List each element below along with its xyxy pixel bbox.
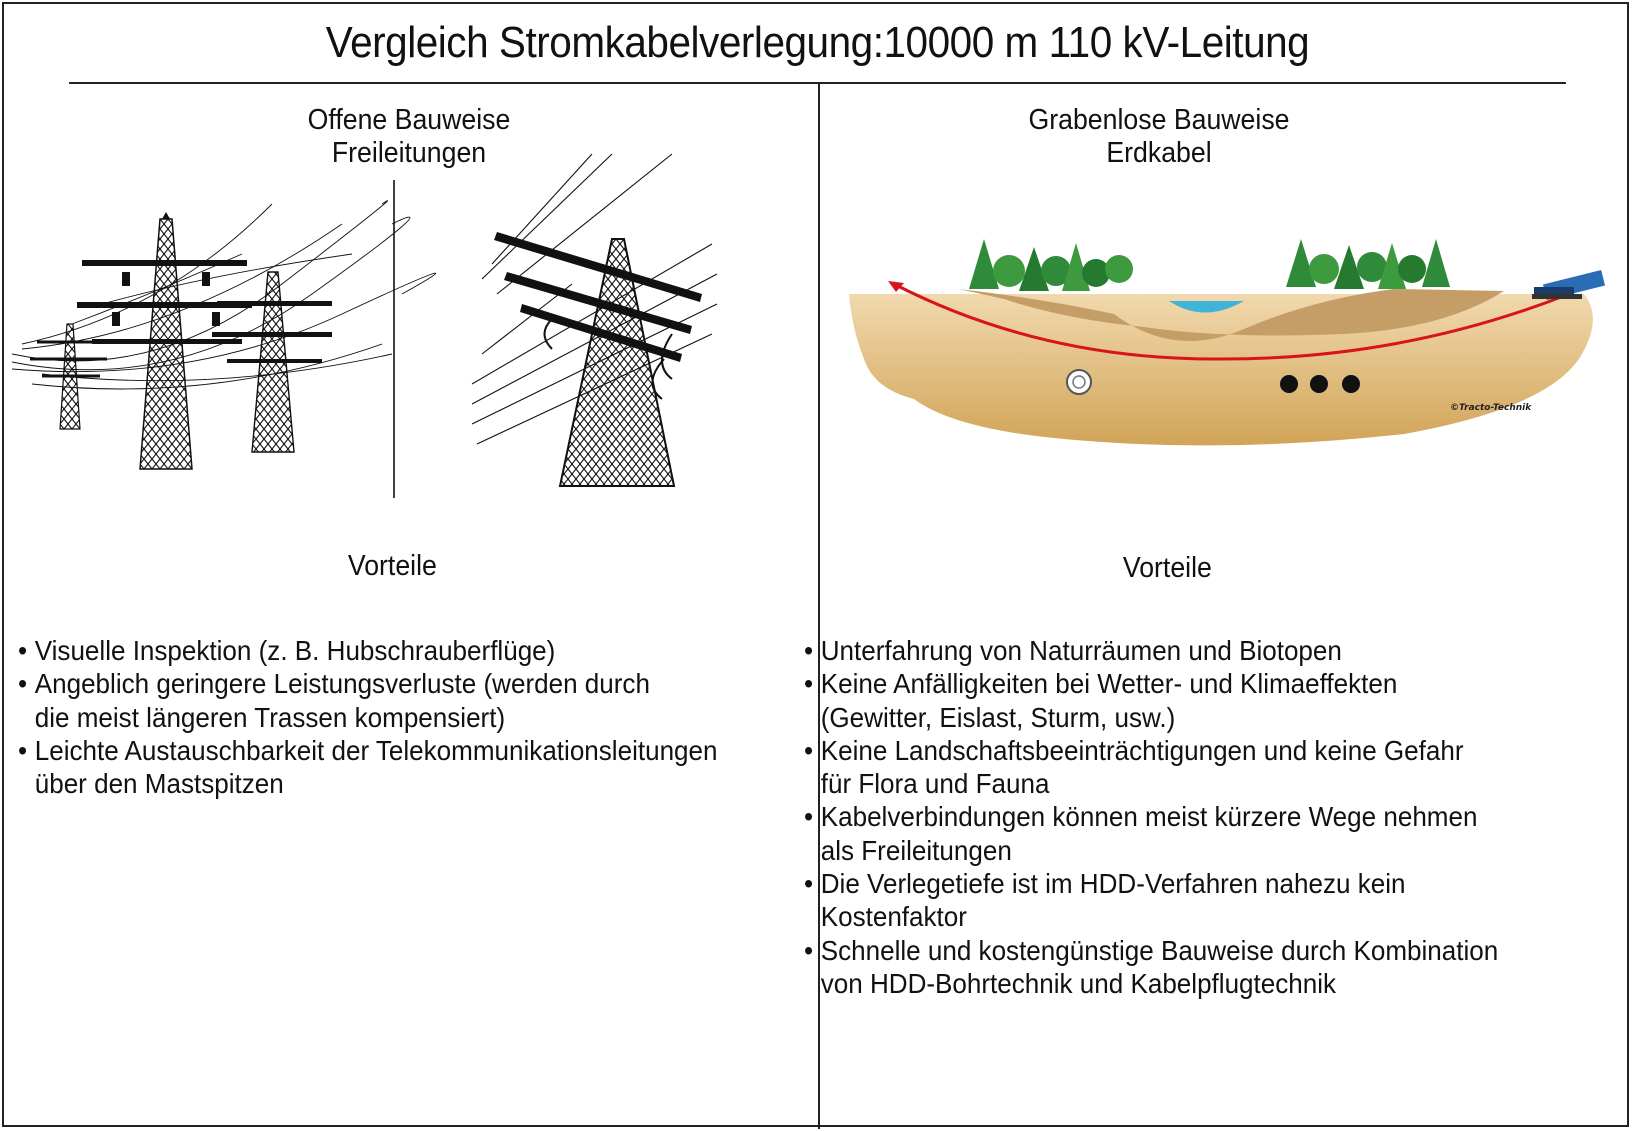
bore-path: [893, 282, 1570, 361]
left-heading-line1: Offene Bauweise: [307, 104, 511, 136]
soil-layer: [959, 289, 1504, 341]
right-advantages-list: Unterfahrung von Naturräumen und Biotope…: [804, 634, 1624, 1000]
list-item: Unterfahrung von Naturräumen und Biotope…: [804, 634, 1567, 668]
list-item: Leichte Austauschbarkeit der Telekommuni…: [18, 734, 753, 801]
water-body: [1169, 301, 1244, 313]
left-heading-line2: Freileitungen: [331, 137, 487, 169]
arrow-head-icon: [888, 281, 904, 292]
overhead-lines-illustration: [12, 153, 718, 498]
list-item: Keine Landschaftsbeeinträchtigungen und …: [804, 734, 1567, 801]
cable-conduit-icon: [1066, 369, 1360, 395]
right-heading: Grabenlose Bauweise Erdkabel: [1016, 104, 1301, 170]
right-heading-line2: Erdkabel: [1106, 137, 1212, 169]
tree-icon: [1286, 239, 1450, 289]
drill-rig-icon: [1532, 269, 1606, 301]
list-item: Keine Anfälligkeiten bei Wetter- und Kli…: [804, 667, 1567, 734]
list-item: Angeblich geringere Leistungsverluste (w…: [18, 667, 753, 734]
tree-icon: [969, 239, 1133, 291]
pylon-icon: [494, 232, 702, 487]
page-title: Vergleich Stromkabelverlegung:10000 m 11…: [69, 4, 1566, 84]
list-item: Die Verlegetiefe ist im HDD-Verfahren na…: [804, 867, 1567, 934]
pylon-icon: [77, 212, 252, 470]
hdd-crossing-illustration: ©Tracto-Technik: [849, 239, 1606, 446]
list-item: Kabelverbindungen können meist kürzere W…: [804, 800, 1567, 867]
left-advantages-list: Visuelle Inspektion (z. B. Hubschrauberf…: [18, 634, 808, 800]
pylon-icon: [212, 271, 332, 453]
right-vorteile-heading: Vorteile: [1122, 552, 1212, 584]
image-credit: ©Tracto-Technik: [1450, 403, 1532, 413]
column-divider: [818, 84, 820, 1129]
list-item: Visuelle Inspektion (z. B. Hubschrauberf…: [18, 634, 753, 668]
left-heading: Offene Bauweise Freileitungen: [266, 104, 551, 170]
right-heading-line1: Grabenlose Bauweise: [1028, 104, 1290, 136]
list-item: Schnelle und kostengünstige Bauweise dur…: [804, 934, 1567, 1001]
soil-body: [849, 294, 1593, 446]
left-vorteile-heading: Vorteile: [347, 550, 437, 582]
